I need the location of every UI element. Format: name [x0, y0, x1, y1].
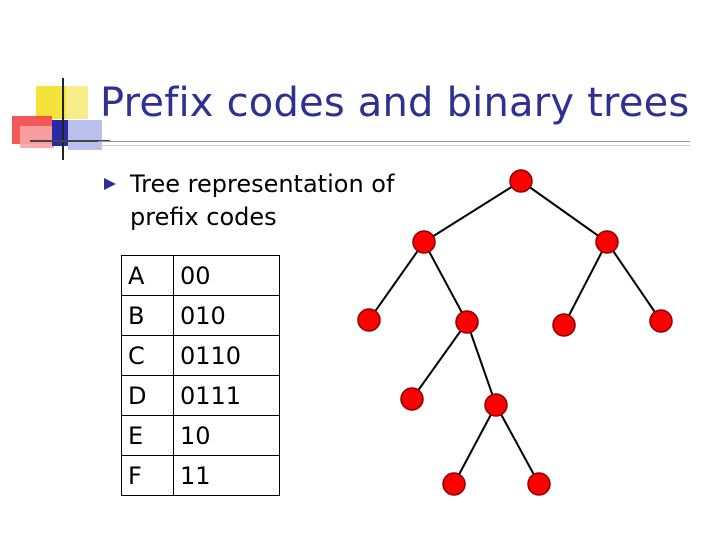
tree-edge-1-10 — [563, 241, 608, 326]
tree-node-011 — [484, 393, 508, 417]
symbol-cell: F — [121, 455, 174, 496]
decor-horizontal-line — [30, 140, 110, 142]
tree-node-11 — [649, 309, 673, 333]
code-cell: 0110 — [173, 335, 280, 376]
slide-title: Prefix codes and binary trees — [100, 80, 690, 126]
code-cell: 0111 — [173, 375, 280, 416]
code-cell: 00 — [173, 255, 280, 296]
code-cell: 010 — [173, 295, 280, 336]
tree-node-10 — [552, 313, 576, 337]
tree-edge-01-010 — [411, 321, 468, 400]
tree-edge-01-011 — [466, 321, 497, 406]
decor-pink-block — [20, 126, 54, 148]
decor-blue-block — [52, 120, 68, 146]
tree-edge-0-01 — [423, 241, 468, 323]
tree-nodes — [357, 169, 673, 496]
symbol-cell: E — [121, 415, 174, 456]
decor-yellow-block — [36, 86, 66, 119]
tree-node-01 — [455, 310, 479, 334]
tree-node-010 — [400, 387, 424, 411]
code-cell: 10 — [173, 415, 280, 456]
tree-node-root — [509, 169, 533, 193]
symbol-cell: B — [121, 295, 174, 336]
tree-edge-root-1 — [520, 180, 608, 243]
tree-edge-1-11 — [606, 241, 662, 322]
code-cell: 11 — [173, 455, 280, 496]
tree-node-1 — [595, 230, 619, 254]
decor-vertical-line — [62, 78, 64, 160]
tree-node-0110 — [442, 472, 466, 496]
tree-edge-011-0110 — [453, 404, 497, 485]
tree-node-00 — [357, 308, 381, 332]
decor-light-yellow-block — [66, 86, 88, 119]
symbol-cell: D — [121, 375, 174, 416]
tree-edge-0-00 — [368, 241, 425, 321]
decor-light-blue-block — [68, 120, 102, 150]
bullet-text: Tree representation of prefix codes — [130, 170, 395, 231]
bullet-arrow-icon — [104, 178, 116, 190]
tree-node-0111 — [527, 472, 551, 496]
tree-edge-011-0111 — [495, 404, 540, 485]
tree-node-0 — [412, 230, 436, 254]
symbol-cell: C — [121, 335, 174, 376]
tree-edges — [368, 180, 662, 485]
title-underline — [98, 141, 690, 146]
tree-edge-root-0 — [423, 180, 522, 243]
